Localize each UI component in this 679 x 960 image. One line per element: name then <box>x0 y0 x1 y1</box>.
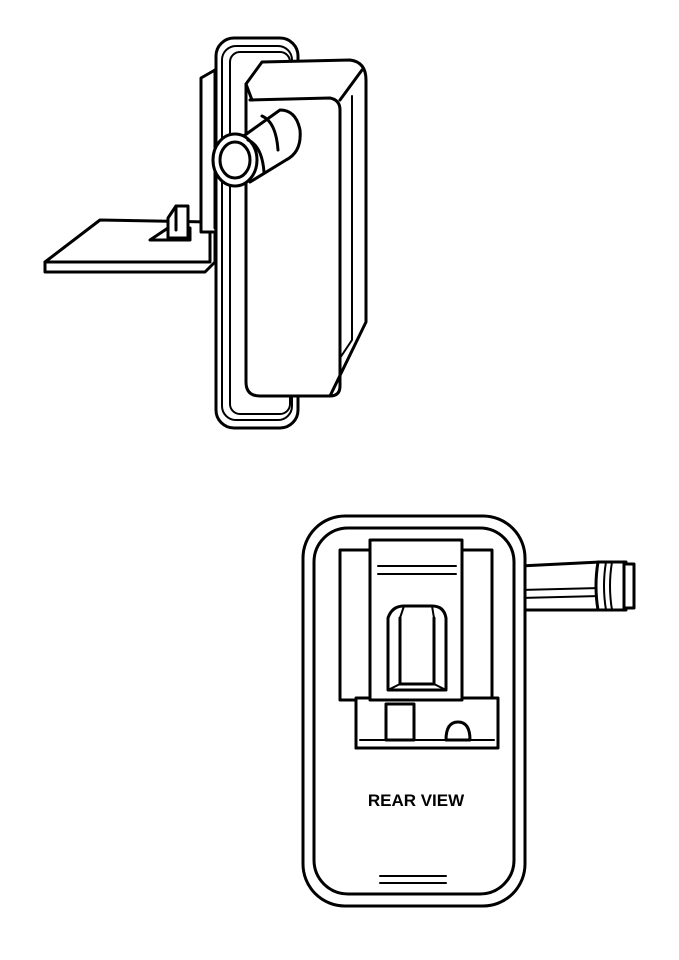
rear-center-clip <box>368 538 464 702</box>
rear-inner-rim <box>312 526 516 896</box>
housing-body <box>244 58 368 398</box>
mounting-bracket <box>43 204 217 274</box>
rear-view: REAR VIEW <box>301 514 636 908</box>
rear-lower-block <box>354 696 500 750</box>
connector-port <box>211 108 302 188</box>
rear-view-label: REAR VIEW <box>368 791 465 810</box>
rear-side-tube <box>518 560 636 612</box>
side-view <box>43 36 368 430</box>
